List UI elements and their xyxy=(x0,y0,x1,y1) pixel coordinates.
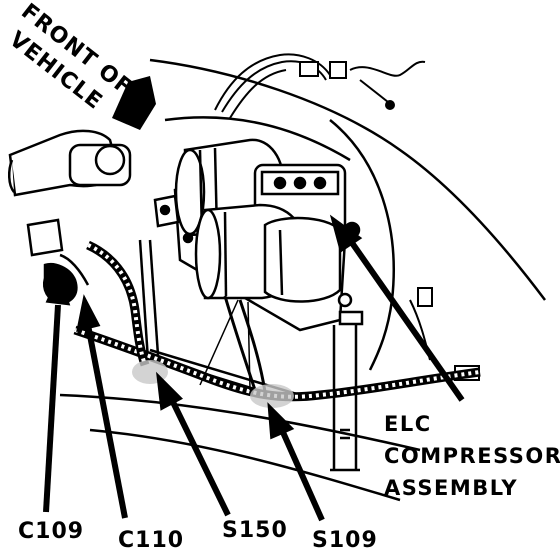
bracket-leaders xyxy=(199,299,251,391)
s109-label: S109 xyxy=(312,528,378,552)
component-label-line1: ELC xyxy=(384,412,432,436)
splice-s109-shading xyxy=(250,384,294,408)
callout-arrows xyxy=(43,214,465,522)
c110-label: C110 xyxy=(118,528,184,552)
front-of-vehicle-indicator: FRONT OF VEHICLE xyxy=(4,0,156,130)
right-pigtail-connector xyxy=(409,287,480,381)
component-label-line3: ASSEMBLY xyxy=(384,476,518,500)
component-label-line2: COMPRESSOR xyxy=(384,444,560,468)
c109-label: C109 xyxy=(18,519,84,544)
front-direction-arrow xyxy=(112,76,156,130)
callout-labels: ELC COMPRESSOR ASSEMBLY C109 C110 S150 S… xyxy=(18,412,560,552)
main-wiring-harness xyxy=(73,240,481,408)
left-bracket-part xyxy=(8,129,132,197)
elc-compressor-body xyxy=(153,138,364,332)
s150-label: S150 xyxy=(222,518,288,543)
upper-harness xyxy=(214,53,426,119)
